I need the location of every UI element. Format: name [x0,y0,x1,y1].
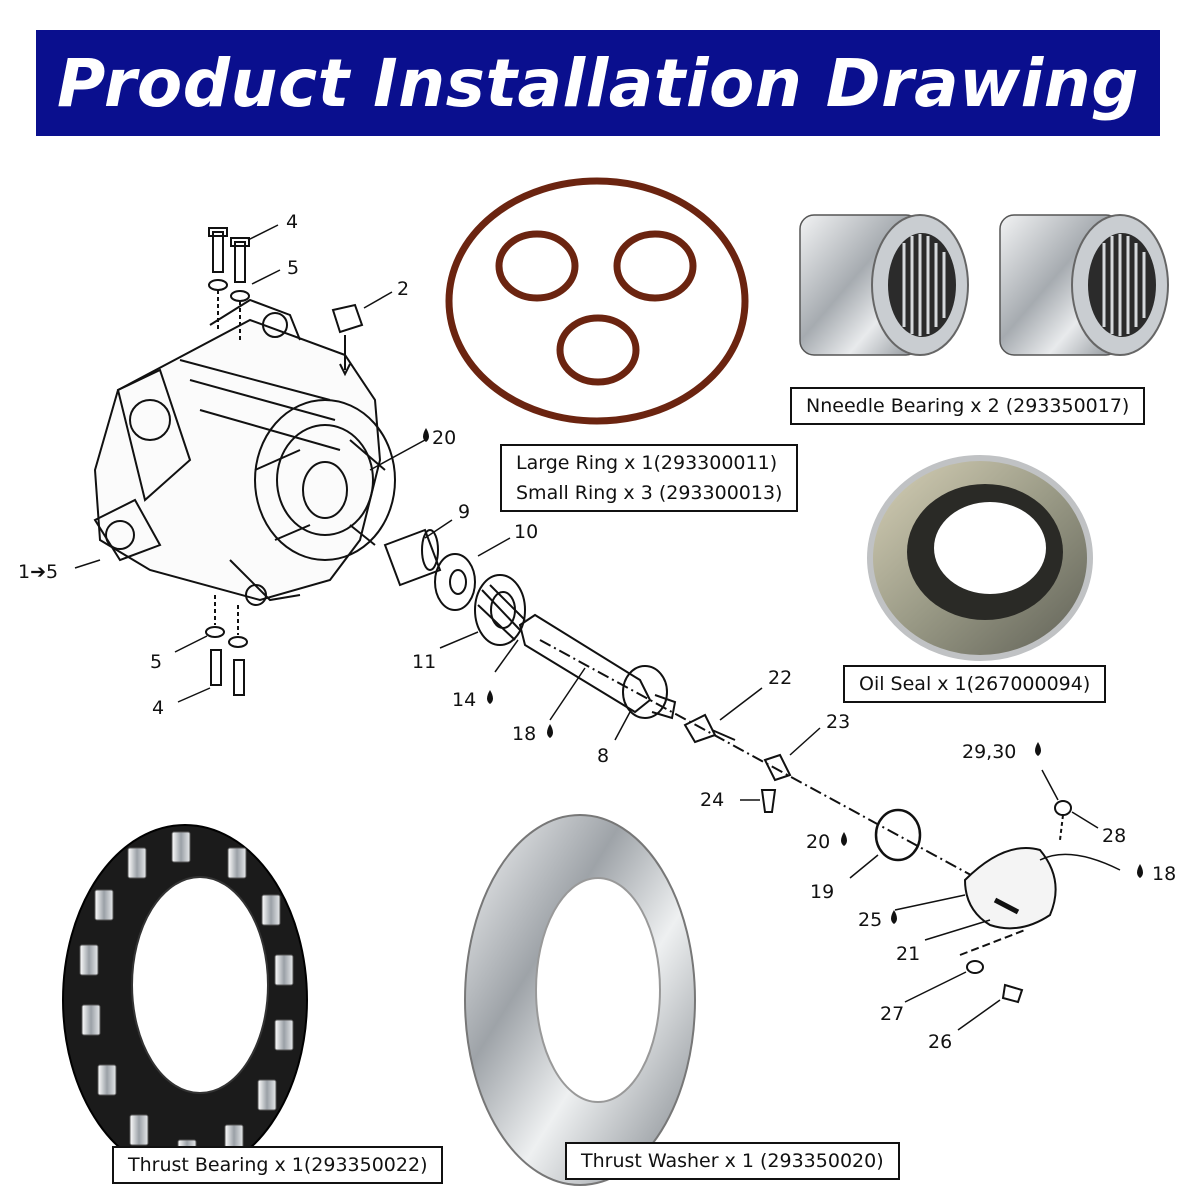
oil-drop-icon [423,428,429,442]
callout-14: 14 [452,689,476,711]
leader-lines [74,224,1121,1031]
callout-19: 19 [810,881,834,903]
callout-10: 10 [514,521,538,543]
oil-drop-icon [1035,742,1041,756]
thrust-washer [464,814,696,1186]
small-ring-bottom [556,314,640,386]
callout-21: 21 [896,943,920,965]
callout-24: 24 [700,789,724,811]
oil-drop-icon [1137,864,1143,878]
thrust-bearing [62,824,308,1176]
callout-18-cone: 18 [1152,863,1176,885]
large-ring [445,177,749,425]
needle-bearing-left [799,214,969,356]
title-banner: Product Installation Drawing [36,30,1160,136]
callout-4-bottom: 4 [152,697,164,719]
callout-numbers: 4 5 2 20 9 10 1➔5 11 5 4 14 18 8 22 23 2… [18,211,1176,1053]
oil-seal [867,455,1093,661]
rings-caption: Large Ring x 1(293300011) Small Ring x 3… [500,444,799,512]
thrust-washer-caption: Thrust Washer x 1 (293350020) [565,1142,900,1180]
callout-9: 9 [458,501,470,523]
callout-25: 25 [858,909,882,931]
callout-29-30: 29,30 [962,741,1016,763]
callout-5-bottom: 5 [150,651,162,673]
oil-drop-icon [547,724,553,738]
callout-18-shaft: 18 [512,723,536,745]
oil-seal-caption: Oil Seal x 1(267000094) [843,665,1107,703]
callout-20-housing: 20 [432,427,456,449]
callout-22: 22 [768,667,792,689]
oil-drop-icon [891,910,897,924]
needle-bearing-right [999,214,1169,356]
small-ring-right [613,230,697,302]
callout-8: 8 [597,745,609,767]
callout-23: 23 [826,711,850,733]
oil-drop-icons [423,428,1143,924]
callout-4-top: 4 [286,211,298,233]
callout-20-ring: 20 [806,831,830,853]
callout-2: 2 [397,278,409,300]
callout-11: 11 [412,651,436,673]
oil-drop-icon [487,690,493,704]
callout-26: 26 [928,1031,952,1053]
callout-1-to-5: 1➔5 [18,561,58,583]
needle-bearing-caption: Nneedle Bearing x 2 (293350017) [790,387,1146,425]
page-title: Product Installation Drawing [57,44,1139,122]
thrust-bearing-caption: Thrust Bearing x 1(293350022) [112,1146,444,1184]
callout-5-top: 5 [287,257,299,279]
callout-28: 28 [1102,825,1126,847]
callout-27: 27 [880,1003,904,1025]
large-ring-caption: Large Ring x 1(293300011) [516,452,778,474]
small-ring-left [495,230,579,302]
oil-drop-icon [841,832,847,846]
pump-housing-drawing [93,227,1072,1004]
small-ring-caption: Small Ring x 3 (293300013) [516,482,783,504]
o-ring-set [445,177,749,425]
